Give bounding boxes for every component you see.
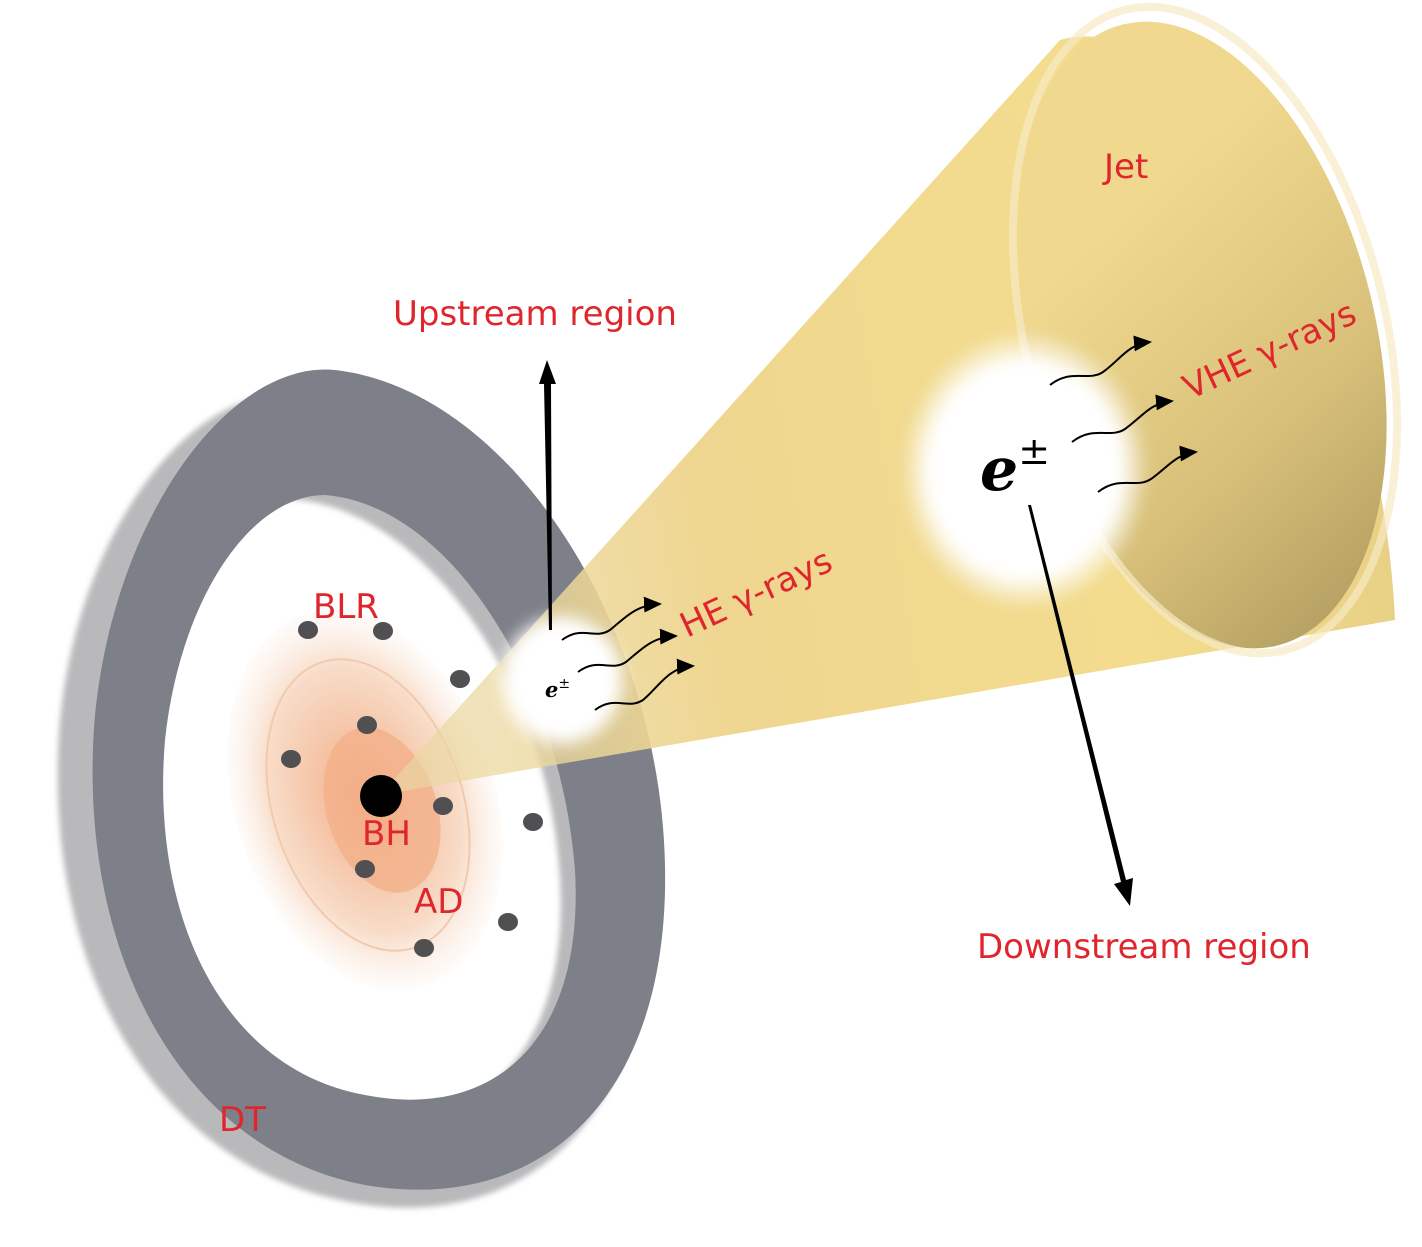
ad-label: AD — [414, 882, 463, 922]
bh-label: BH — [362, 814, 411, 854]
dt-label: DT — [219, 1100, 266, 1140]
blr-cloud — [414, 939, 434, 957]
upstream-region-label: Upstream region — [393, 294, 677, 334]
blr-cloud — [433, 797, 453, 815]
blr-label: BLR — [313, 587, 379, 627]
blr-cloud — [498, 913, 518, 931]
blr-cloud — [450, 670, 470, 688]
blr-cloud — [523, 813, 543, 831]
jet-label: Jet — [1102, 147, 1148, 187]
blr-cloud — [281, 750, 301, 768]
blr-cloud — [355, 860, 375, 878]
black-hole — [360, 775, 402, 817]
downstream-region-label: Downstream region — [977, 927, 1311, 967]
blr-cloud — [357, 716, 377, 734]
